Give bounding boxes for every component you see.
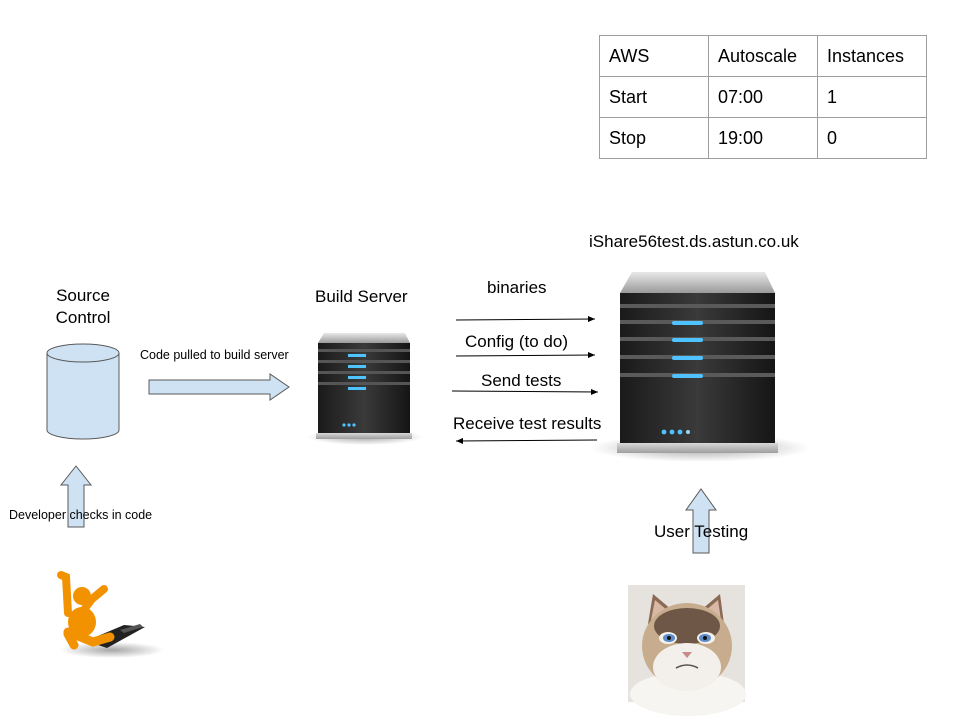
- developer-up-arrow: [59, 465, 93, 528]
- table-cell: Start: [599, 76, 709, 118]
- config-arrow: [455, 352, 596, 359]
- receive-results-label: Receive test results: [453, 414, 602, 433]
- test-server-icon: [590, 272, 810, 462]
- code-pulled-arrow: [148, 373, 290, 401]
- build-server-icon: [307, 333, 423, 445]
- binaries-arrow: [455, 316, 596, 323]
- build-server-label: Build Server: [315, 287, 408, 306]
- developer-figure-icon: [57, 571, 164, 658]
- table-row: Stop 19:00 0: [599, 117, 927, 159]
- test-server-label: iShare56test.ds.astun.co.uk: [589, 232, 799, 251]
- send-tests-arrow: [451, 388, 599, 395]
- send-tests-label: Send tests: [481, 371, 562, 390]
- table-cell: 1: [817, 76, 927, 118]
- table-cell: Autoscale: [708, 35, 818, 77]
- table-cell: AWS: [599, 35, 709, 77]
- binaries-label: binaries: [487, 278, 547, 297]
- table-cell: 0: [817, 117, 927, 159]
- config-label: Config (to do): [465, 332, 568, 351]
- developer-checks-label: Developer checks in code: [9, 508, 153, 522]
- table-row: Start 07:00 1: [599, 76, 927, 118]
- table-cell: Stop: [599, 117, 709, 159]
- table-cell: 19:00: [708, 117, 818, 159]
- source-control-cylinder: [46, 343, 120, 440]
- grumpy-cat-image: [628, 585, 746, 716]
- table-header-row: AWS Autoscale Instances: [599, 35, 927, 77]
- source-control-label: Source Control: [55, 286, 111, 327]
- receive-results-arrow: [455, 437, 598, 444]
- code-pulled-label: Code pulled to build server: [140, 348, 289, 362]
- aws-autoscale-table: AWS Autoscale Instances Start 07:00 1 St…: [599, 35, 927, 159]
- user-testing-label: User Testing: [654, 522, 749, 541]
- user-testing-up-arrow: [685, 488, 717, 554]
